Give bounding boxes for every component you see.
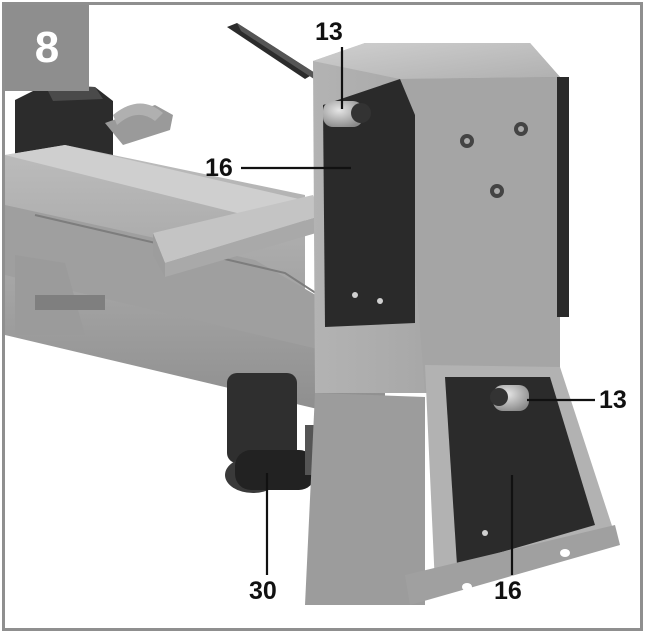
- headstock-housing: [313, 43, 569, 393]
- clamp-lever: [225, 373, 321, 493]
- callout-leaders: [241, 47, 595, 575]
- figure-frame: 8: [2, 2, 643, 631]
- callout-13-right: 13: [599, 386, 627, 414]
- tool-rest-arm: [153, 195, 323, 277]
- callout-13-top: 13: [315, 18, 343, 46]
- lathe-headstock-photo: [5, 23, 620, 605]
- callout-30-bottom: 30: [249, 577, 277, 605]
- callout-16-bottom: 16: [494, 577, 522, 605]
- rear-guide-bar: [227, 23, 317, 81]
- callout-16-left: 16: [205, 154, 233, 182]
- figure-number-badge: 8: [5, 5, 89, 91]
- left-leg: [15, 255, 105, 335]
